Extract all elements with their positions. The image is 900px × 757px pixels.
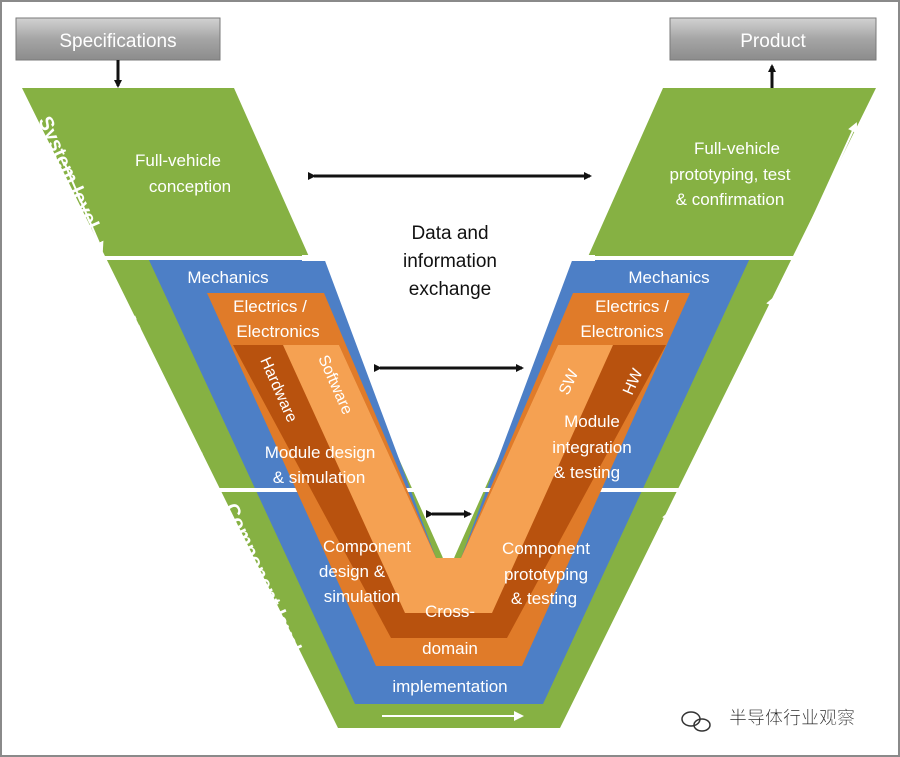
down-arrow — [63, 161, 104, 252]
watermark: 半导体行业观察 — [681, 708, 855, 732]
watermark-text: 半导体行业观察 — [729, 708, 855, 728]
specifications-box: Specifications — [15, 17, 221, 61]
software-layer — [283, 345, 613, 613]
svg-text:& simulation: & simulation — [273, 468, 366, 487]
svg-text:Full-vehicle: Full-vehicle — [135, 151, 221, 170]
svg-text:& confirmation: & confirmation — [676, 190, 785, 209]
right-mechanics-label: Mechanics — [628, 268, 709, 287]
svg-text:Electrics /: Electrics / — [595, 297, 669, 316]
left-mechanics-label: Mechanics — [187, 268, 268, 287]
down-arrow — [151, 371, 203, 464]
left-component-text: Component design & simulation — [319, 537, 411, 606]
right-electronics-label: Electrics / Electronics — [580, 297, 669, 341]
down-arrow — [263, 591, 304, 680]
up-arrow — [701, 296, 776, 463]
svg-text:integration: integration — [552, 438, 631, 457]
wechat-icon — [681, 711, 711, 732]
svg-text:Electronics: Electronics — [236, 322, 319, 341]
product-label: Product — [740, 31, 806, 52]
center-notch — [292, 90, 604, 558]
specifications-label: Specifications — [59, 31, 176, 52]
left-electronics-label: Electrics / Electronics — [233, 297, 319, 341]
up-arrow — [801, 122, 858, 243]
svg-text:& testing: & testing — [554, 463, 620, 482]
svg-text:Electronics: Electronics — [580, 322, 663, 341]
svg-text:Electrics /: Electrics / — [233, 297, 307, 316]
left-module-text: Module design & simulation — [265, 443, 376, 487]
svg-text:prototyping: prototyping — [504, 565, 588, 584]
svg-text:Component: Component — [502, 539, 590, 558]
svg-text:prototyping, test: prototyping, test — [670, 165, 791, 184]
svg-text:simulation: simulation — [324, 587, 401, 606]
svg-text:conception: conception — [149, 177, 231, 196]
left-system-text: Full-vehicle conception — [135, 151, 231, 196]
right-component-text: Component prototyping & testing — [502, 539, 590, 608]
right-system-text: Full-vehicle prototyping, test & confirm… — [670, 139, 791, 209]
svg-text:Data and: Data and — [411, 223, 488, 244]
svg-text:Component: Component — [323, 537, 411, 556]
svg-text:& testing: & testing — [511, 589, 577, 608]
svg-text:design &: design & — [319, 562, 386, 581]
right-module-text: Module integration & testing — [552, 412, 631, 482]
product-box: Product — [669, 17, 877, 61]
svg-text:Full-vehicle: Full-vehicle — [694, 139, 780, 158]
svg-text:information: information — [403, 251, 497, 272]
svg-text:exchange: exchange — [409, 279, 491, 300]
implementation-label: implementation — [392, 677, 507, 696]
svg-text:Module design: Module design — [265, 443, 376, 462]
cross-label: Cross- — [425, 602, 475, 621]
green-v-shape — [22, 88, 876, 728]
up-arrow — [591, 510, 672, 689]
exchange-text: Data and information exchange — [403, 223, 497, 300]
svg-text:Module: Module — [564, 412, 620, 431]
domain-label: domain — [422, 639, 478, 658]
